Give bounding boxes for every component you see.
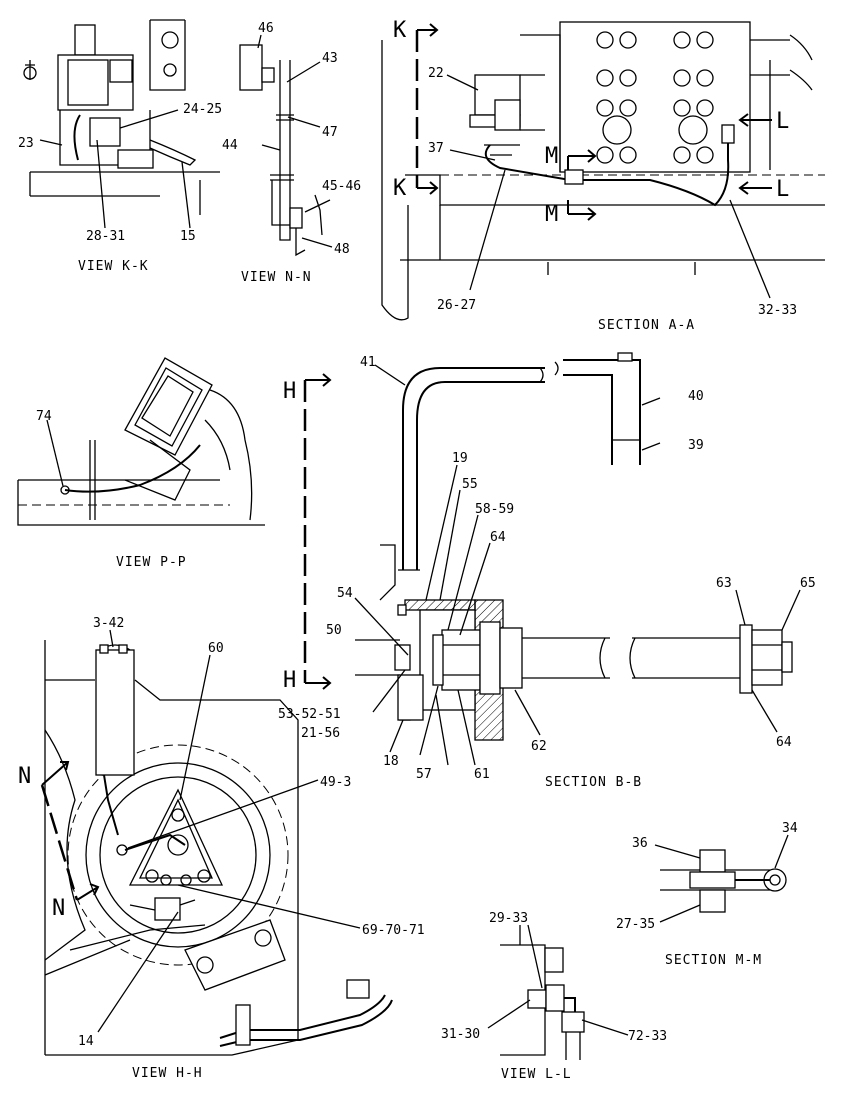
- callout-19: 19: [452, 451, 468, 466]
- section-marker-m-bottom: M: [545, 202, 558, 227]
- callout-23: 23: [18, 136, 34, 151]
- callout-40: 40: [688, 389, 704, 404]
- view-h-h: N N 3-42 60 49-3 69-70-71 14 VIEW H-H: [18, 616, 425, 1081]
- caption-view-n-n: VIEW N-N: [241, 270, 312, 285]
- callout-18: 18: [383, 754, 399, 769]
- callout-15: 15: [180, 229, 196, 244]
- caption-view-p-p: VIEW P-P: [116, 555, 187, 570]
- callout-74: 74: [36, 409, 52, 424]
- callout-49-3: 49-3: [320, 775, 351, 790]
- section-b-b: H H 41 40 39 19 55 58-59 64 54: [278, 352, 816, 790]
- callout-43: 43: [322, 51, 338, 66]
- callout-63: 63: [716, 576, 732, 591]
- section-marker-k-top: K: [393, 18, 407, 43]
- callout-60: 60: [208, 641, 224, 656]
- caption-view-h-h: VIEW H-H: [132, 1066, 203, 1081]
- callout-45-46: 45-46: [322, 179, 361, 194]
- section-m-m: 36 34 27-35 SECTION M-M: [616, 821, 798, 968]
- section-marker-m-top: M: [545, 144, 558, 169]
- callout-44: 44: [222, 138, 238, 153]
- view-k-k-leaders: [39, 109, 191, 229]
- callout-57: 57: [416, 767, 432, 782]
- callout-72-33: 72-33: [628, 1029, 667, 1044]
- callout-34: 34: [782, 821, 798, 836]
- callout-21-56: 21-56: [301, 726, 340, 741]
- callout-24-25: 24-25: [183, 102, 222, 117]
- callout-54: 54: [337, 586, 353, 601]
- section-a-a: K K L L M M 22 37 26-27 32-33 SECTION A-…: [381, 18, 825, 333]
- section-b-b-markers: [303, 373, 332, 690]
- section-marker-l-bottom: L: [776, 177, 789, 202]
- callout-62: 62: [531, 739, 547, 754]
- section-marker-h-top: H: [283, 379, 296, 404]
- callout-58-59: 58-59: [475, 502, 514, 517]
- view-k-k: 23 24-25 28-31 15 VIEW K-K: [18, 19, 222, 274]
- callout-41: 41: [360, 355, 376, 370]
- caption-section-a-a: SECTION A-A: [598, 318, 695, 333]
- callout-64-top: 64: [490, 530, 506, 545]
- callout-26-27: 26-27: [437, 298, 476, 313]
- callout-55: 55: [462, 477, 478, 492]
- callout-61: 61: [474, 767, 490, 782]
- callout-47: 47: [322, 125, 338, 140]
- callout-69-70-71: 69-70-71: [362, 923, 425, 938]
- callout-3-42: 3-42: [93, 616, 124, 631]
- callout-32-33: 32-33: [758, 303, 797, 318]
- section-marker-h-bottom: H: [283, 668, 296, 693]
- callout-31-30: 31-30: [441, 1027, 480, 1042]
- callout-48: 48: [334, 242, 350, 257]
- callout-46: 46: [258, 21, 274, 36]
- section-marker-n-bottom: N: [52, 896, 65, 921]
- section-marker-l-top: L: [776, 109, 789, 134]
- callout-14: 14: [78, 1034, 94, 1049]
- callout-27-35: 27-35: [616, 917, 655, 932]
- caption-view-l-l: VIEW L-L: [501, 1067, 572, 1082]
- callout-64-bottom: 64: [776, 735, 792, 750]
- section-marker-k-bottom: K: [393, 176, 407, 201]
- callout-65: 65: [800, 576, 816, 591]
- caption-section-b-b: SECTION B-B: [545, 775, 642, 790]
- section-a-a-markers: [415, 23, 772, 221]
- callout-22: 22: [428, 66, 444, 81]
- section-marker-n-top: N: [18, 764, 31, 789]
- callout-39: 39: [688, 438, 704, 453]
- callout-50: 50: [326, 623, 342, 638]
- view-h-h-markers: [40, 761, 100, 901]
- caption-section-m-m: SECTION M-M: [665, 953, 762, 968]
- callout-28-31: 28-31: [86, 229, 125, 244]
- view-p-p: 74 VIEW P-P: [17, 357, 265, 570]
- callout-53-52-51: 53-52-51: [278, 707, 341, 722]
- callout-29-33: 29-33: [489, 911, 528, 926]
- view-n-n: 46 43 47 44 45-46 48 VIEW N-N: [222, 21, 361, 285]
- view-l-l: 29-33 31-30 72-33 VIEW L-L: [441, 911, 667, 1082]
- callout-37: 37: [428, 141, 444, 156]
- callout-36: 36: [632, 836, 648, 851]
- caption-view-k-k: VIEW K-K: [78, 259, 149, 274]
